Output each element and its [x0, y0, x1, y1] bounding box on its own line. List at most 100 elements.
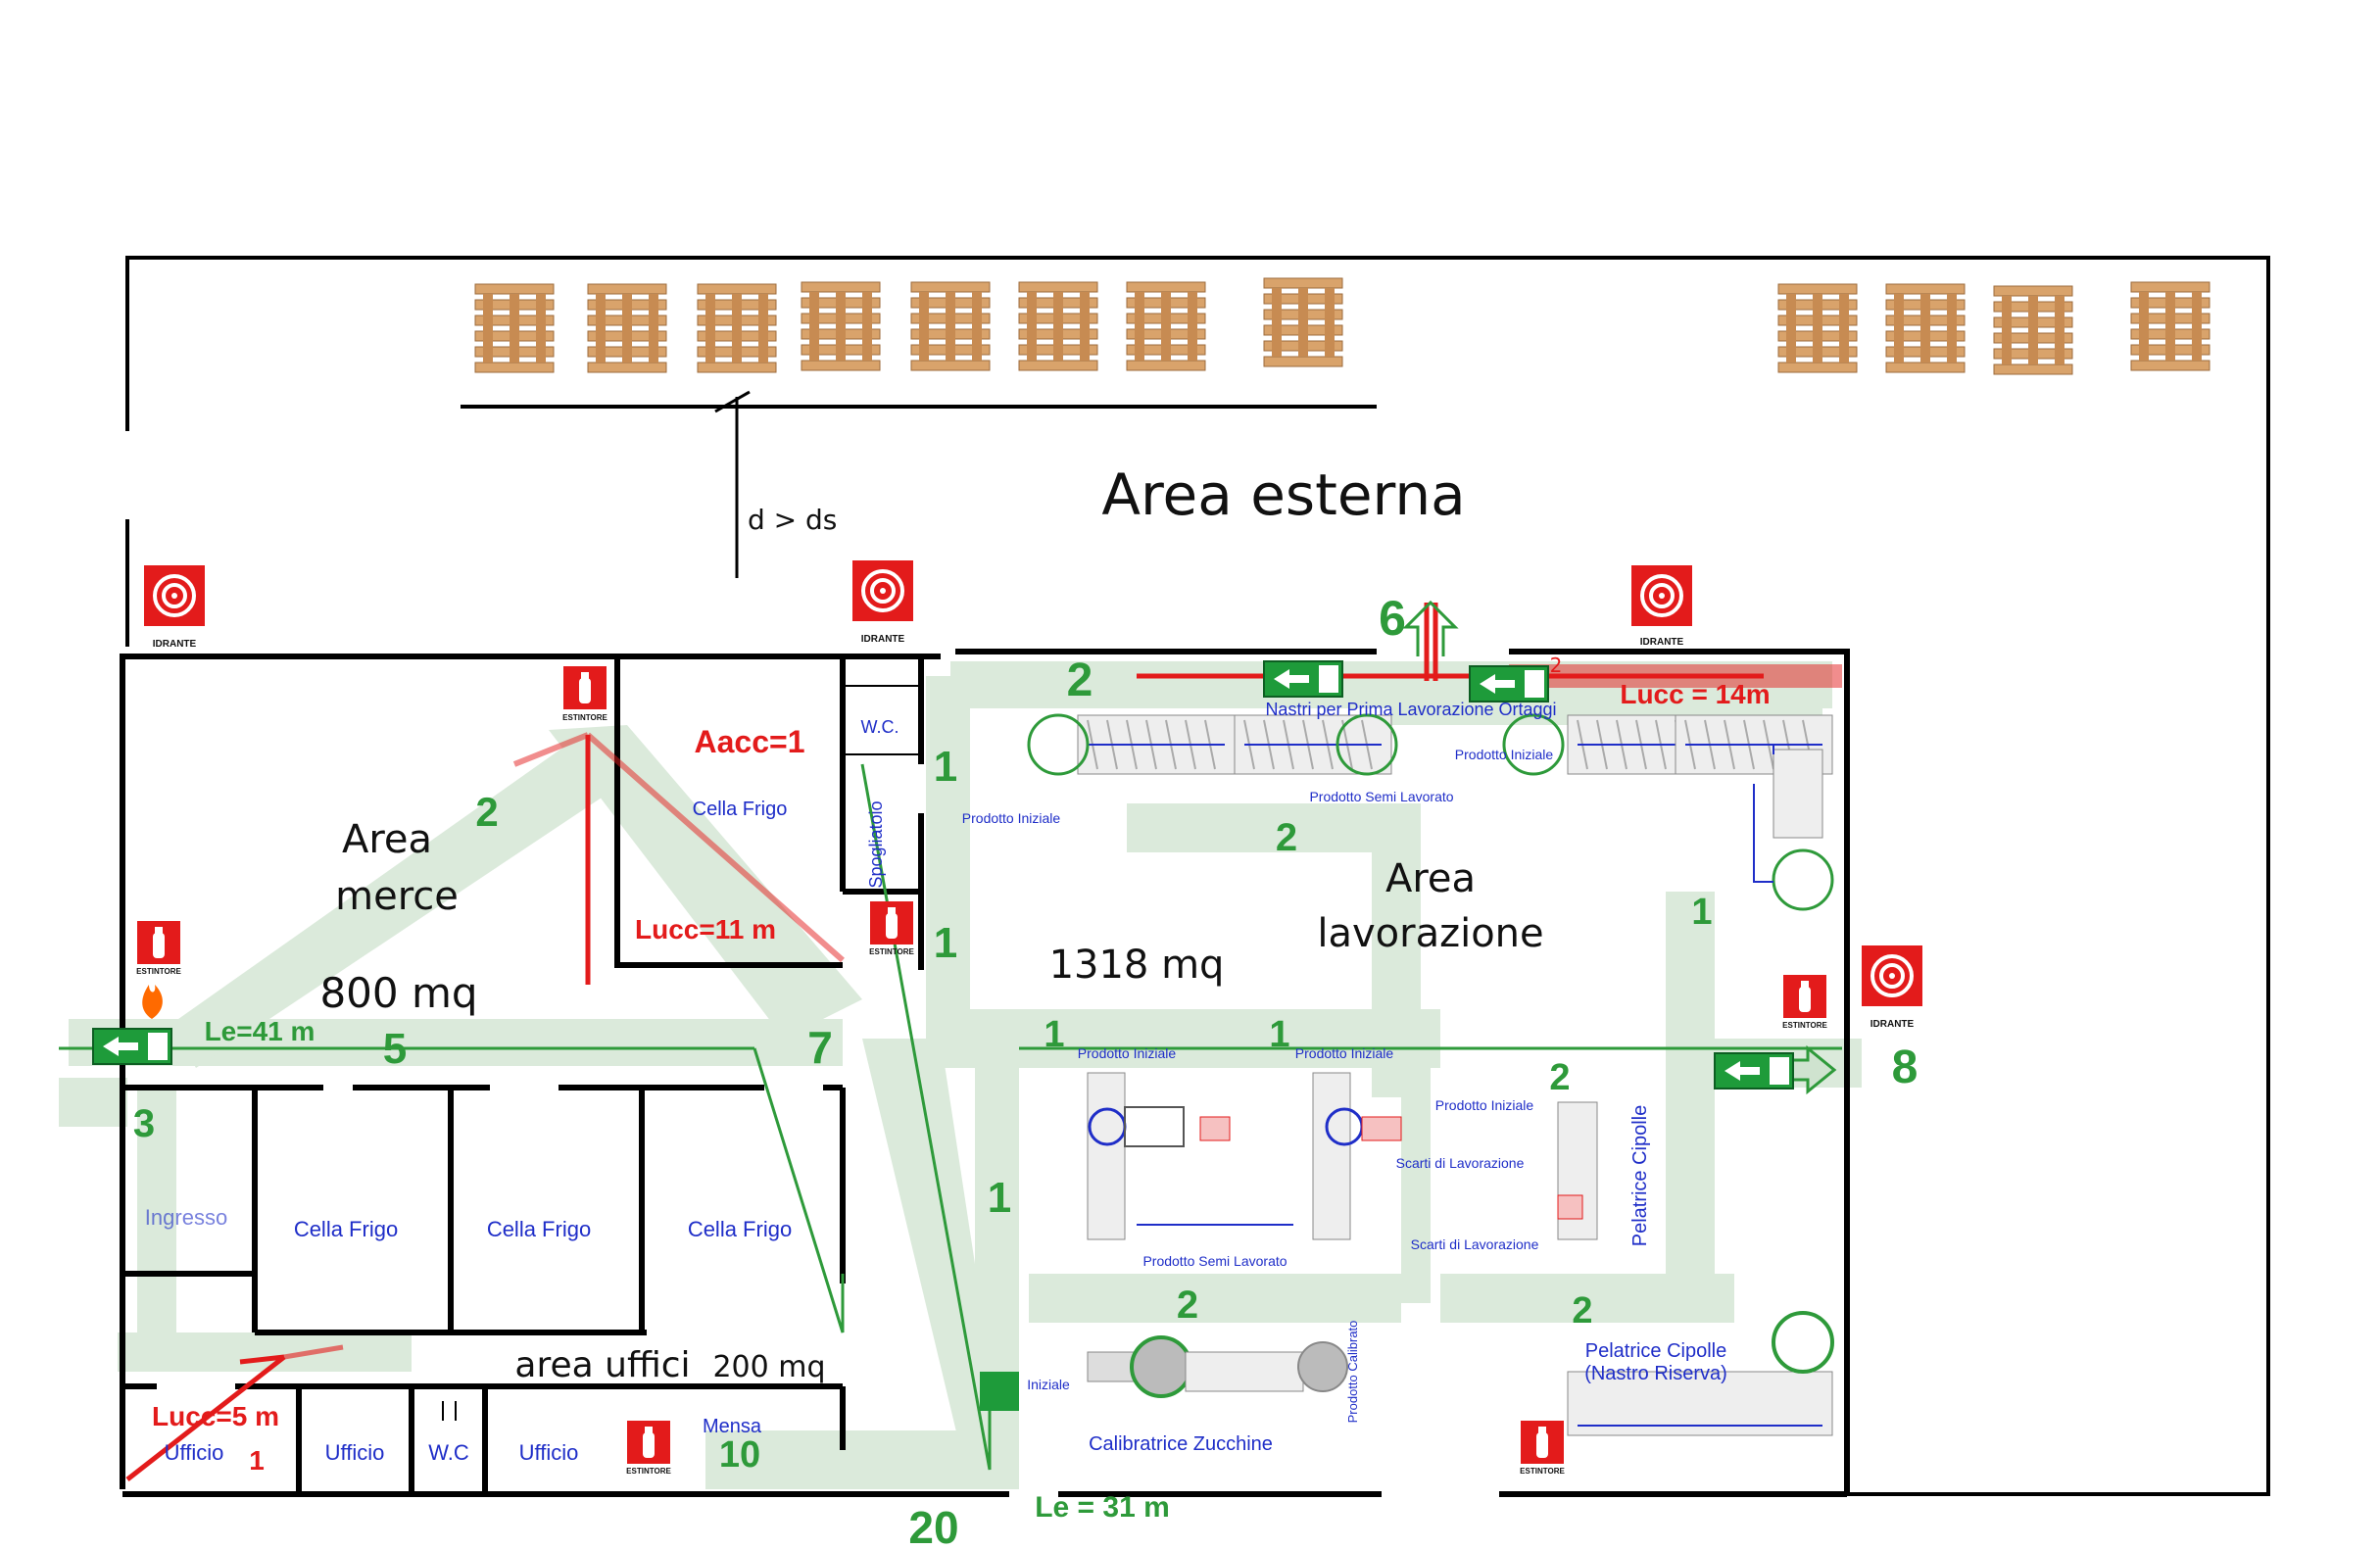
extinguisher-label: ESTINTORE: [1782, 1021, 1827, 1030]
room-label: Ufficio: [519, 1440, 579, 1465]
distance-label: Lucc=11 m: [635, 914, 776, 945]
arrow-up-icon: [1402, 600, 1459, 656]
distance-label: Lucc = 14m: [1620, 679, 1770, 709]
pallet-icon: [1777, 283, 1858, 373]
route-number: 1: [988, 1174, 1011, 1222]
count-label: 1: [249, 1445, 265, 1476]
equipment-label: Calibratrice Zucchine: [1089, 1433, 1273, 1455]
area-lavorazione-size: 1318 mq: [1049, 943, 1225, 988]
route-number: 2: [1549, 1057, 1570, 1098]
hydrant-icon: [1860, 944, 1924, 1008]
distance-label: Lucc=5 m: [152, 1401, 279, 1431]
pallet-icon: [1126, 281, 1206, 371]
room-label: Mensa: [703, 1416, 762, 1437]
area-uffici-size: 200 mq: [712, 1350, 825, 1384]
extinguisher-icon: [627, 1421, 670, 1464]
fire-icon: [142, 985, 163, 1019]
route-number: 2: [1067, 654, 1093, 706]
site-boundary: [125, 256, 2270, 1496]
equipment-label: Prodotto Iniziale: [1078, 1045, 1177, 1061]
pallet-icon: [1263, 277, 1343, 367]
machinery: [1027, 713, 1834, 1436]
equipment-label: Nastri per Prima Lavorazione Ortaggi: [1265, 700, 1556, 719]
equipment-label: Pelatrice Cipolle: [1585, 1340, 1727, 1362]
rotary-table-icon: [1336, 713, 1398, 776]
conveyor-icon: [1234, 714, 1392, 775]
room-label: Ufficio: [165, 1440, 224, 1465]
room-label: Cella Frigo: [688, 1217, 792, 1241]
room-label: W.C.: [861, 717, 899, 737]
hydrant-icon: [142, 563, 207, 628]
extinguisher-icon: [137, 921, 180, 964]
route-number: 2: [475, 789, 498, 835]
distance-note: d > ds: [748, 504, 837, 536]
emergency-exit-icon: [1263, 660, 1343, 698]
extinguisher-label: ESTINTORE: [562, 713, 607, 722]
rotary-table-icon: [1027, 713, 1090, 776]
route-number: 2: [1572, 1290, 1592, 1332]
area-title: Area esterna: [1101, 461, 1465, 528]
room-label: Cella Frigo: [693, 799, 788, 820]
pallet-icon: [910, 281, 991, 371]
room-label: Ingresso: [145, 1205, 227, 1230]
pallet-icon: [474, 283, 555, 373]
extinguisher-icon: [1521, 1421, 1564, 1464]
route-number: 7: [807, 1022, 833, 1073]
extinguisher-label: ESTINTORE: [869, 947, 914, 956]
room-label: Cella Frigo: [294, 1217, 398, 1241]
emergency-exit-icon: [92, 1028, 172, 1065]
area-merce-label: merce: [335, 874, 459, 919]
pallet-icon: [801, 281, 881, 371]
exit-distance-label: Le=41 m: [205, 1016, 316, 1046]
route-number: 1: [1691, 892, 1712, 933]
conveyor-icon: [1312, 1072, 1351, 1240]
equipment-label: Prodotto Semi Lavorato: [1309, 789, 1453, 804]
equipment-label: Prodotto Calibrato: [1345, 1321, 1360, 1424]
route-number: 6: [1379, 591, 1406, 646]
extinguisher-icon: [563, 666, 607, 709]
rotary-table-icon: [1772, 848, 1834, 911]
escape-route-lines: [59, 763, 1842, 1471]
route-number: 2: [1276, 816, 1297, 859]
pallet-icon: [1018, 281, 1098, 371]
area-uffici-label: area uffici: [514, 1345, 690, 1385]
hydrant-labels: IDRANTE IDRANTE IDRANTE IDRANTE: [153, 634, 1915, 1030]
area-lavorazione-label: lavorazione: [1317, 911, 1543, 956]
equipment-label: Prodotto Iniziale: [1455, 747, 1554, 762]
equipment-label: (Nastro Riserva): [1584, 1363, 1727, 1384]
extinguisher-icon: [1783, 975, 1826, 1018]
hydrant-label: IDRANTE: [861, 634, 905, 645]
pallet-icon: [697, 283, 777, 373]
conveyor-icon: [1773, 749, 1823, 839]
hydrant-label: IDRANTE: [1640, 637, 1684, 648]
map-labels: Area esterna d > ds Area merce 800 mq Ar…: [133, 461, 1918, 1550]
area-merce-size: 800 mq: [319, 969, 477, 1017]
hydrant-label: IDRANTE: [1870, 1019, 1915, 1030]
conveyor-icon: [1087, 1072, 1126, 1240]
conveyor-icon: [1077, 714, 1236, 775]
exit-distance-label: Le = 31 m: [1035, 1491, 1170, 1524]
route-number: 5: [383, 1025, 407, 1073]
room-label: Cella Frigo: [487, 1217, 591, 1241]
exit-signs: [92, 660, 1794, 1411]
route-number: 3: [133, 1102, 155, 1145]
extinguisher-label: ESTINTORE: [136, 967, 181, 976]
equipment-label: Scarti di Lavorazione: [1411, 1236, 1539, 1252]
extinguisher-labels: ESTINTORE ESTINTORE ESTINTORE ESTINTORE …: [136, 713, 1827, 1476]
extinguisher-icon: [870, 901, 913, 945]
route-number: 10: [719, 1434, 760, 1476]
equipment-label: Prodotto Iniziale: [962, 810, 1061, 826]
room-label: W.C: [428, 1440, 469, 1465]
room-label: Spogliatoio: [866, 800, 886, 888]
area-lavorazione-label: Area: [1385, 856, 1476, 901]
route-number: 1: [1044, 1014, 1064, 1055]
hydrant-icon: [1629, 563, 1694, 628]
pallet-icon: [1885, 283, 1966, 373]
route-number: 1: [1269, 1014, 1289, 1055]
equipment-label: Pelatrice Cipolle: [1629, 1105, 1651, 1247]
door-gaps: [411, 1401, 457, 1430]
equipment-label: Prodotto Semi Lavorato: [1142, 1253, 1287, 1269]
route-number: 8: [1892, 1041, 1919, 1093]
red-distance-lines: [125, 603, 1842, 1481]
